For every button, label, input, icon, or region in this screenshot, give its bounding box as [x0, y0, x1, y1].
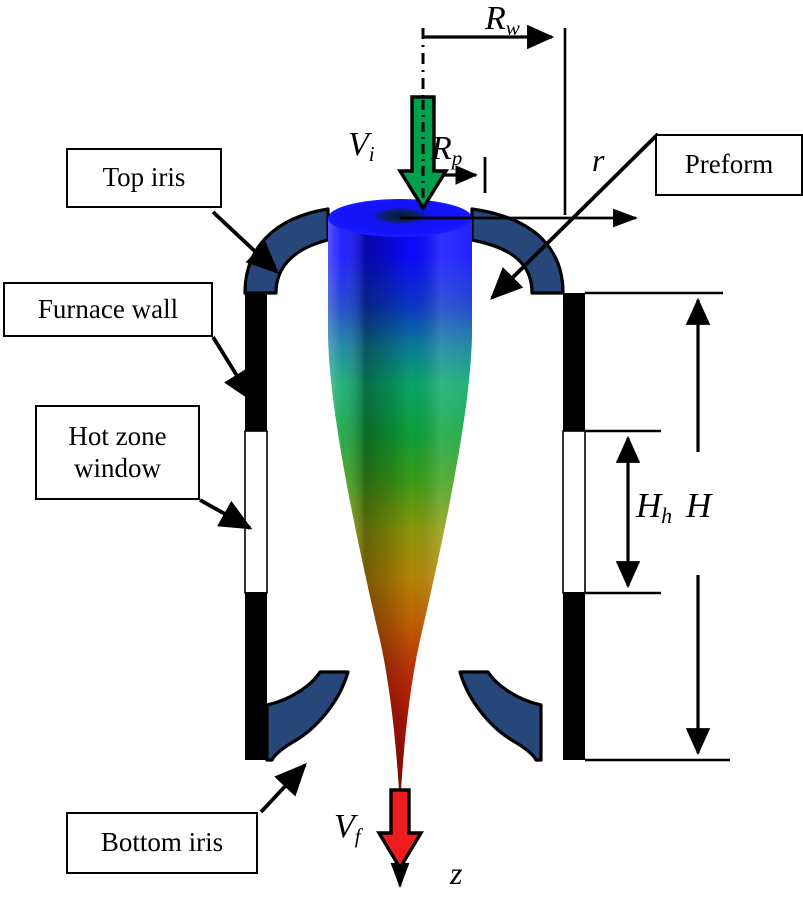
top-iris-right-petal [470, 207, 565, 295]
leader-top-iris [211, 210, 279, 274]
furnace-wall-left-lower [245, 592, 267, 760]
symbol-Vf: Vf [334, 808, 361, 848]
fiber-arrow-red-body [375, 788, 425, 872]
callout-hot-zone-window: Hot zone window [35, 405, 200, 500]
preform-body [328, 199, 472, 790]
symbol-Rp: Rp [431, 130, 463, 170]
hot-zone-window-left [244, 430, 268, 594]
bottom-iris-shape [265, 670, 543, 762]
symbol-Rw: Rw [485, 0, 520, 40]
furnace-wall-left-upper [245, 293, 267, 432]
callout-bottom-iris: Bottom iris [66, 812, 258, 874]
symbol-Hh: Hh [636, 486, 673, 529]
leader-preform [490, 132, 660, 300]
bottom-iris-right-petal [458, 670, 543, 762]
callout-top-iris: Top iris [66, 148, 222, 208]
furnace-wall-left [244, 293, 268, 760]
leader-hot-zone-window [199, 498, 253, 530]
symbol-H: H [686, 486, 712, 525]
top-iris-left-petal [243, 207, 330, 295]
callout-furnace-wall: Furnace wall [3, 282, 213, 337]
preform-center-recess [374, 208, 426, 224]
fiber-velocity-arrow [375, 788, 425, 872]
furnace-wall-right [562, 293, 586, 760]
bottom-iris-left-petal [265, 670, 350, 762]
symbol-Vi: Vi [348, 126, 375, 166]
symbol-r-axis: r [592, 142, 605, 178]
furnace-wall-right-upper [563, 293, 585, 432]
feed-velocity-arrow [396, 95, 450, 212]
leader-bottom-iris [259, 763, 307, 814]
preform-cylinder-shading [328, 218, 472, 790]
symbol-z-axis: z [450, 855, 463, 891]
hot-zone-window-right [562, 430, 586, 594]
callout-preform: Preform [655, 134, 803, 196]
furnace-wall-right-lower [563, 592, 585, 760]
leader-furnace-wall [211, 335, 254, 403]
